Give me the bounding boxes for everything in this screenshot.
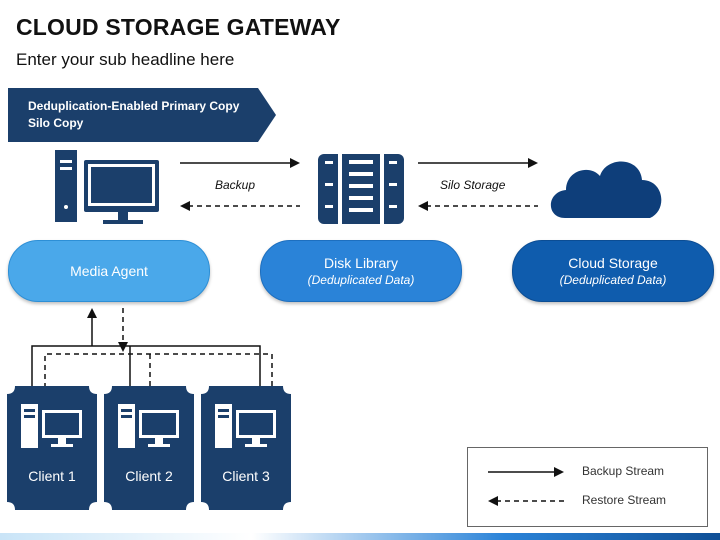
legend-backup-label: Backup Stream	[582, 464, 665, 478]
disk-library-label: Disk Library	[324, 255, 398, 271]
computer-icon	[118, 404, 179, 448]
client-card-2: Client 2	[104, 386, 194, 510]
computer-icon	[215, 404, 276, 448]
banner-line-silo: Silo Copy	[28, 116, 84, 130]
computer-icon	[21, 404, 82, 448]
client-restore-connector	[44, 308, 273, 388]
disk-library-node: Disk Library (Deduplicated Data)	[260, 240, 462, 302]
client-label: Client 1	[28, 468, 76, 484]
disk-library-sublabel: (Deduplicated Data)	[307, 273, 415, 287]
backup-edge-label: Backup	[215, 178, 256, 192]
media-agent-label: Media Agent	[70, 263, 148, 279]
page-subtitle: Enter your sub headline here	[16, 50, 235, 69]
copy-type-banner: Deduplication-Enabled Primary Copy Silo …	[8, 88, 276, 142]
legend-backup-arrow	[488, 467, 564, 477]
legend: Backup Stream Restore Stream	[467, 447, 708, 527]
client-card-3: Client 3	[201, 386, 291, 510]
cloud-icon	[550, 161, 662, 218]
legend-restore-arrow	[488, 496, 564, 506]
banner-line-primary: Deduplication-Enabled Primary Copy	[28, 99, 240, 113]
client-backup-connector	[31, 308, 261, 388]
computer-icon	[55, 150, 159, 224]
cloud-storage-node: Cloud Storage (Deduplicated Data)	[512, 240, 714, 302]
client-card-1: Client 1	[7, 386, 97, 510]
silo-storage-arrow	[418, 158, 538, 168]
silo-storage-edge-label: Silo Storage	[440, 178, 506, 192]
client-label: Client 3	[222, 468, 270, 484]
restore-arrow	[180, 201, 300, 211]
cloud-storage-label: Cloud Storage	[568, 255, 658, 271]
media-agent-node: Media Agent	[8, 240, 210, 302]
page-title: CLOUD STORAGE GATEWAY	[16, 14, 341, 40]
client-label: Client 2	[125, 468, 173, 484]
backup-arrow	[180, 158, 300, 168]
silo-restore-arrow	[418, 201, 538, 211]
cloud-storage-sublabel: (Deduplicated Data)	[559, 273, 667, 287]
legend-restore-label: Restore Stream	[582, 493, 667, 507]
footer-bar	[0, 533, 720, 540]
server-rack-icon	[318, 154, 404, 224]
